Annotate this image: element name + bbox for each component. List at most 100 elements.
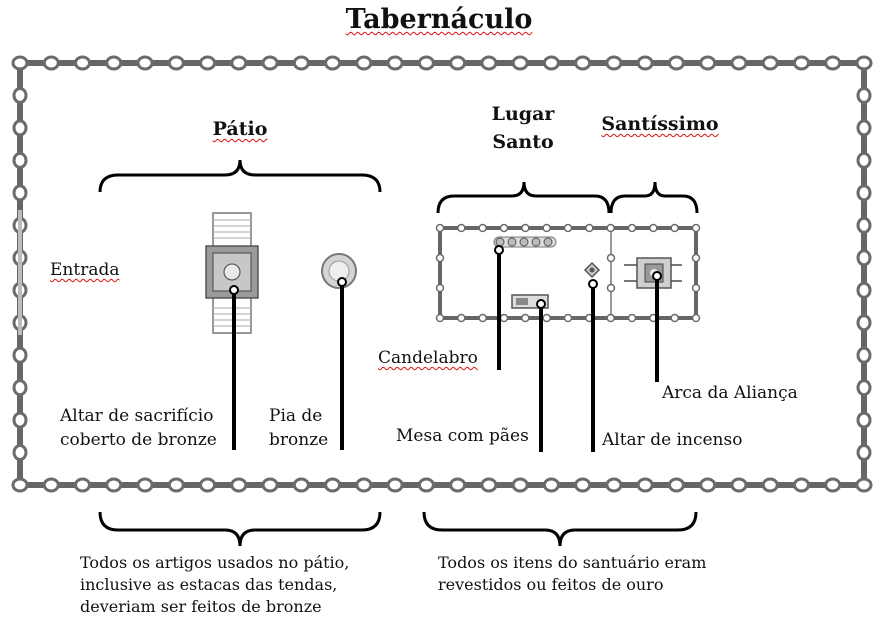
fence-post: [12, 444, 28, 462]
label-mesa: Mesa com pães: [396, 426, 529, 446]
fence-post: [606, 253, 616, 263]
fence-post: [856, 184, 872, 202]
fence-post: [855, 477, 873, 493]
fence-post: [761, 477, 779, 493]
fence-post: [670, 223, 679, 233]
fence-post: [856, 151, 872, 169]
fence-post: [856, 411, 872, 429]
brace-bronze-caption: [98, 511, 382, 547]
fence-post: [435, 253, 445, 263]
fence-post: [542, 55, 560, 71]
brace-patio: [98, 159, 382, 193]
fence-post: [136, 55, 154, 71]
fence-post: [699, 55, 717, 71]
fence-post: [435, 313, 445, 323]
fence-post: [105, 477, 123, 493]
fence-post: [292, 55, 310, 71]
fence-post: [11, 477, 29, 493]
fence-post: [691, 283, 701, 293]
fence-post: [856, 379, 872, 397]
header-patio: Pátio: [212, 118, 268, 140]
fence-post: [292, 477, 310, 493]
brace-lugar-santo: [436, 181, 611, 214]
fence-post: [824, 55, 842, 71]
fence-post: [667, 55, 685, 71]
fence-post: [542, 313, 551, 323]
fence-post: [355, 55, 373, 71]
diagram-title: Tabernáculo: [345, 4, 533, 35]
fence-post: [449, 55, 467, 71]
brace-santissimo: [609, 181, 699, 214]
fence-post: [12, 151, 28, 169]
altar-incenso-icon: [583, 261, 601, 279]
fence-post: [563, 313, 573, 323]
caption-ouro: Todos os itens do santuário eram revesti…: [438, 553, 707, 594]
brace-ouro-caption: [422, 511, 698, 547]
fence-post: [386, 55, 404, 71]
fence-post: [511, 55, 529, 71]
fence-post: [667, 477, 685, 493]
fence-post: [856, 216, 872, 234]
fence-post: [670, 313, 679, 323]
fence-post: [12, 379, 28, 397]
fence-post: [792, 55, 810, 71]
pointer-lines: [232, 250, 659, 452]
fence-post: [42, 477, 60, 493]
fence-post: [417, 477, 435, 493]
label-altar-sacrificio: Altar de sacrifício coberto de bronze: [60, 406, 217, 450]
fence-post: [856, 314, 872, 332]
fence-post: [856, 86, 872, 104]
fence-post: [649, 223, 658, 233]
fence-post: [12, 119, 28, 137]
fence-post: [605, 477, 623, 493]
fence-post: [12, 86, 28, 104]
fence-post: [699, 477, 717, 493]
fence-posts: [11, 55, 873, 493]
label-pia: Pia de bronze: [269, 406, 329, 450]
candelabro-icon: [493, 236, 557, 248]
fence-post: [636, 55, 654, 71]
fence-post: [730, 55, 748, 71]
label-altar-incenso: Altar de incenso: [602, 430, 743, 450]
fence-post: [324, 477, 342, 493]
fence-post: [606, 223, 615, 233]
fence-post: [167, 477, 185, 493]
sanctuary-building: [435, 223, 701, 323]
fence-post: [542, 477, 560, 493]
fence-post: [627, 313, 637, 323]
fence-post: [605, 55, 623, 71]
header-lugar-santo: Lugar Santo: [491, 103, 555, 153]
pointer-dots: [229, 245, 662, 309]
fence-post: [480, 477, 498, 493]
fence-post: [636, 477, 654, 493]
fence-post: [521, 313, 530, 323]
fence-post: [792, 477, 810, 493]
fence-post: [499, 223, 509, 233]
sanctuary-posts: [435, 223, 701, 323]
fence-post: [511, 477, 529, 493]
fence-post: [167, 55, 185, 71]
fence-post: [691, 223, 701, 233]
fence-post: [691, 253, 701, 263]
bronze-basin-icon: [321, 253, 357, 289]
fence-post: [824, 477, 842, 493]
fence-post: [12, 346, 28, 364]
fence-post: [856, 119, 872, 137]
fence-post: [478, 313, 487, 323]
fence-post: [542, 223, 551, 233]
fence-post: [435, 223, 445, 233]
fence-post: [42, 55, 60, 71]
fence-post: [199, 477, 217, 493]
fence-post: [606, 283, 616, 293]
fence-post: [435, 283, 445, 293]
fence-post: [230, 477, 248, 493]
fence-post: [855, 55, 873, 71]
fence-post: [449, 477, 467, 493]
fence-post: [12, 184, 28, 202]
fence-post: [585, 223, 594, 233]
fence-post: [563, 223, 573, 233]
fence-post: [457, 313, 466, 323]
fence-post: [627, 223, 637, 233]
fence-post: [457, 223, 466, 233]
